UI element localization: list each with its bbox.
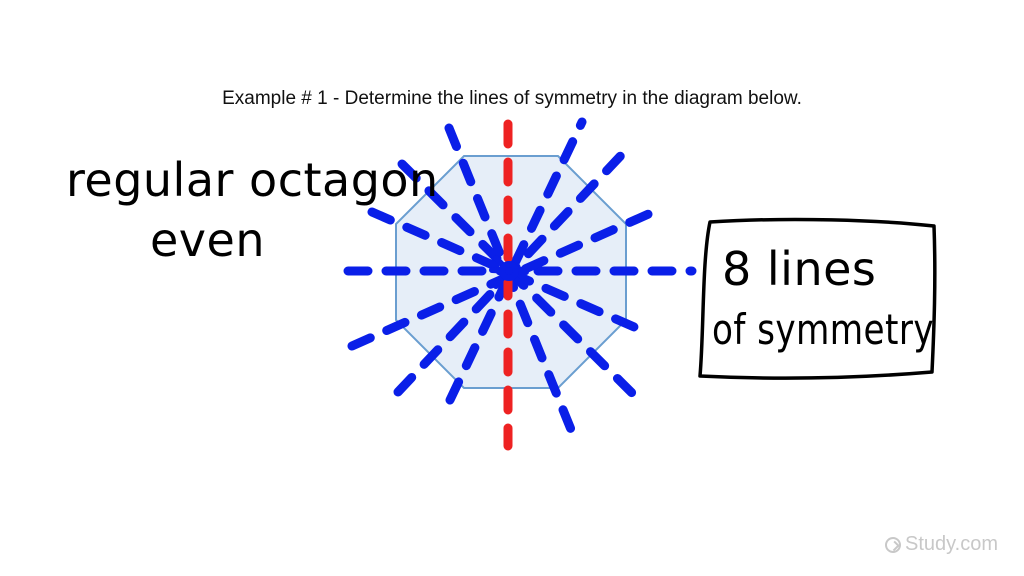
answer-count: 8 lines bbox=[722, 242, 876, 296]
study-watermark: Study.com bbox=[885, 533, 998, 556]
parity-label: even bbox=[150, 213, 265, 267]
study-logo-icon bbox=[885, 536, 901, 553]
shape-label: regular octagon bbox=[66, 153, 439, 207]
answer-box bbox=[698, 217, 937, 380]
watermark-text: Study.com bbox=[905, 533, 998, 555]
answer-text: of symmetry bbox=[712, 305, 934, 354]
center-scribble bbox=[489, 253, 529, 289]
slide-title: Example # 1 - Determine the lines of sym… bbox=[222, 88, 802, 109]
